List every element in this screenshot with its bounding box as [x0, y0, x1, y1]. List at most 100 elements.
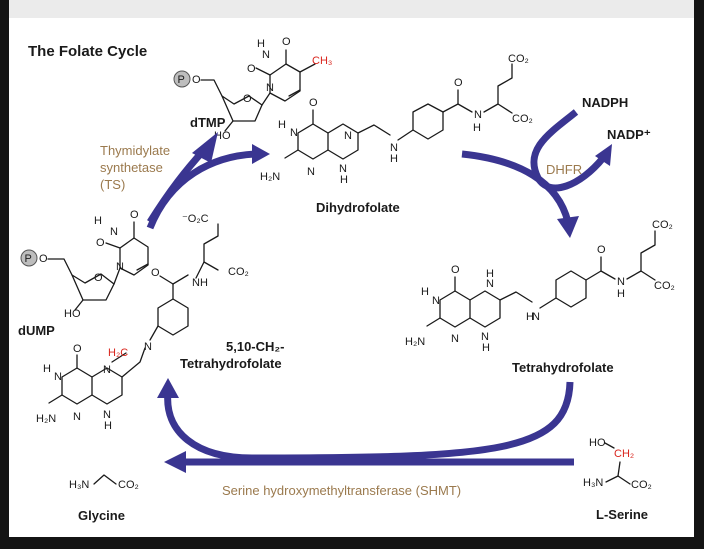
- dhfr-label: DHFR: [546, 162, 582, 177]
- thf-amino: H₂N: [405, 336, 425, 348]
- dhf-alpha-carboxylate: CO₂: [512, 113, 533, 125]
- dhf-amino: H₂N: [260, 171, 280, 183]
- dump-n1: N: [116, 261, 124, 273]
- dhf-amide-n: N: [474, 109, 482, 121]
- dhf-gamma-carboxylate: CO₂: [508, 53, 529, 65]
- thf-n3: N: [432, 295, 440, 307]
- methylene-bridge: H₂C: [108, 347, 128, 359]
- diagram-title: The Folate Cycle: [28, 43, 147, 60]
- thf-amide-n: N: [617, 276, 625, 288]
- dhf-n10-h: H: [390, 153, 398, 165]
- dtmp-ester-oxygen: O: [192, 74, 201, 86]
- dump-ester-oxygen: O: [39, 253, 48, 265]
- to-dhf-arrow-stem: [146, 150, 257, 230]
- dtmp-n3-h: H: [257, 38, 265, 50]
- mthf-n5: N: [103, 364, 111, 376]
- mthf-gamma-carboxylate: ⁻O₂C: [182, 213, 209, 225]
- phosphate-label-dump: P: [25, 253, 32, 265]
- glycine-arrowhead: [164, 451, 186, 473]
- dhf-n10: N: [390, 142, 398, 154]
- phosphate-circle-dtmp: [173, 70, 191, 88]
- mthf-n10: N: [144, 341, 152, 353]
- thf-n5-h: H: [486, 268, 494, 280]
- shmt-arrow-stem: [164, 381, 574, 462]
- glycine-carboxylate: CO₂: [118, 479, 139, 491]
- ts-arrowhead: [192, 132, 218, 163]
- dtmp-structure: P O HO O N O O N H CH₃ dTMP: [173, 36, 332, 142]
- dump-structure: P O HO O N O O N H dUMP: [18, 209, 149, 338]
- frame-right-border: [694, 0, 704, 549]
- thf-n10: N: [532, 311, 540, 323]
- dhfr-arrowhead: [557, 216, 579, 238]
- mthf-amide-nh: NH: [192, 277, 208, 289]
- dtmp-methyl-group: CH₃: [312, 55, 332, 67]
- methylene-thf-structure: O N H H₂N N N H N H₂C N O NH CO₂ ⁻O₂C 5,…: [36, 213, 285, 432]
- thf-alpha-carboxylate: CO₂: [654, 280, 675, 292]
- serine-structure: HO CH₂ H₃N CO₂ L-Serine: [583, 437, 652, 522]
- dhf-n5: N: [344, 130, 352, 142]
- methylene-thf-label-line1: 5,10-CH₂-: [226, 339, 285, 354]
- dhf-n8: N: [339, 163, 347, 175]
- glycine-structure: H₃N CO₂ Glycine: [69, 474, 139, 523]
- mthf-alpha-carboxylate: CO₂: [228, 266, 249, 278]
- ts-label-line2: synthetase: [100, 160, 163, 175]
- thf-n1: N: [451, 333, 459, 345]
- serine-hydroxyl: HO: [589, 437, 606, 449]
- window-top-bar: [0, 0, 704, 18]
- glycine-label: Glycine: [78, 508, 125, 523]
- dhf-n8-h: H: [340, 174, 348, 186]
- dhf-pterin-oxygen: O: [309, 97, 318, 109]
- dump-label: dUMP: [18, 323, 55, 338]
- dtmp-o2: O: [247, 63, 256, 75]
- thf-n8-h: H: [482, 342, 490, 354]
- dump-n3: N: [110, 226, 118, 238]
- nadph-label: NADPH: [582, 95, 628, 110]
- ts-label-line1: Thymidylate: [100, 143, 170, 158]
- dihydrofolate-label: Dihydrofolate: [316, 200, 400, 215]
- dtmp-ring-oxygen: O: [243, 93, 252, 105]
- dump-o4: O: [130, 209, 139, 221]
- serine-hydroxymethyl: CH₂: [614, 448, 634, 460]
- phosphate-circle-dump: [20, 249, 38, 267]
- tetrahydrofolate-label: Tetrahydrofolate: [512, 360, 614, 375]
- tetrahydrofolate-structure: O N H H₂N N H N H N N H O N H CO₂ CO₂ Te…: [405, 219, 675, 375]
- dtmp-label: dTMP: [190, 115, 226, 130]
- mthf-n1: N: [73, 411, 81, 423]
- mthf-n3: N: [54, 371, 62, 383]
- mthf-amide-oxygen: O: [151, 267, 160, 279]
- dtmp-n1: N: [266, 82, 274, 94]
- serine-label: L-Serine: [596, 507, 648, 522]
- methylene-thf-label-line2: Tetrahydrofolate: [180, 356, 282, 371]
- dihydrofolate-structure: O N H H₂N N N H N N H O N H CO₂ CO₂ Dihy…: [260, 53, 533, 215]
- thf-n5: N: [486, 278, 494, 290]
- reaction-arrows: [146, 109, 612, 473]
- dhf-amide-oxygen: O: [454, 77, 463, 89]
- nadp-arrowhead: [595, 144, 612, 166]
- thf-amide-oxygen: O: [597, 244, 606, 256]
- thf-n3-h: H: [421, 286, 429, 298]
- nadph-cofactor-arrow: [530, 109, 606, 192]
- dump-3prime-ho: HO: [64, 308, 81, 320]
- dhf-n3: N: [290, 127, 298, 139]
- nadp-label: NADP⁺: [607, 127, 651, 142]
- dump-ring-oxygen: O: [94, 272, 103, 284]
- to-dhf-arrowhead: [252, 144, 270, 164]
- mthf-n8-h: H: [104, 420, 112, 432]
- mthf-pterin-oxygen: O: [73, 343, 82, 355]
- mthf-n8: N: [103, 409, 111, 421]
- frame-bottom-border: [0, 537, 704, 549]
- mthf-amino: H₂N: [36, 413, 56, 425]
- dtmp-3prime-ho: HO: [214, 130, 231, 142]
- dump-o2: O: [96, 237, 105, 249]
- shmt-label: Serine hydroxymethyltransferase (SHMT): [222, 483, 461, 498]
- thf-pterin-oxygen: O: [451, 264, 460, 276]
- dhf-n3-h: H: [278, 119, 286, 131]
- serine-carboxylate: CO₂: [631, 479, 652, 491]
- glycine-ammonium: H₃N: [69, 479, 89, 491]
- mthf-n3-h: H: [43, 363, 51, 375]
- dump-n3-h: H: [94, 215, 102, 227]
- thf-n8: N: [481, 331, 489, 343]
- dhf-n1: N: [307, 166, 315, 178]
- dtmp-o4: O: [282, 36, 291, 48]
- dhf-amide-h: H: [473, 122, 481, 134]
